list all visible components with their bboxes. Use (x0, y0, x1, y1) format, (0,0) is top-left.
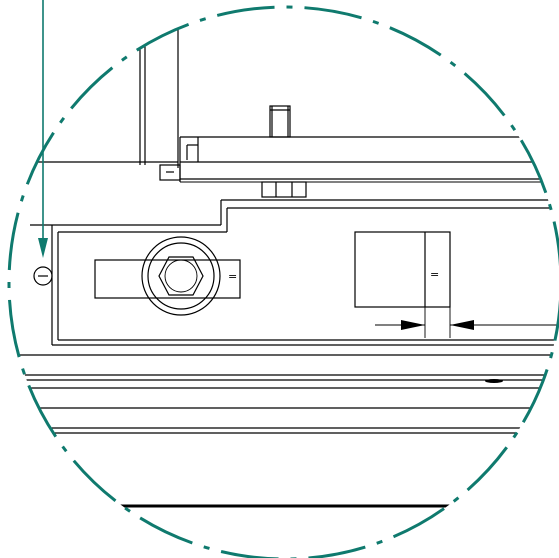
mounting-plate (30, 199, 559, 346)
bottom-rail (9, 354, 559, 508)
leader-line (38, 0, 48, 258)
equal-mark: = (228, 270, 237, 283)
drain-hole (485, 379, 503, 383)
clip-block (159, 164, 181, 181)
right-slot: = (354, 231, 451, 308)
vertical-profile (9, 25, 179, 168)
bolt-assembly: = (94, 236, 241, 316)
detail-content: = = (9, 25, 559, 508)
hex-bolt-icon (158, 256, 204, 296)
equal-mark: = (430, 268, 439, 281)
detail-callout-circle (7, 5, 559, 558)
dimension-arrow-icon (375, 307, 559, 338)
threaded-stud (269, 105, 291, 138)
small-screw-icon (33, 266, 53, 286)
top-rail (159, 136, 559, 183)
nut (261, 181, 307, 198)
